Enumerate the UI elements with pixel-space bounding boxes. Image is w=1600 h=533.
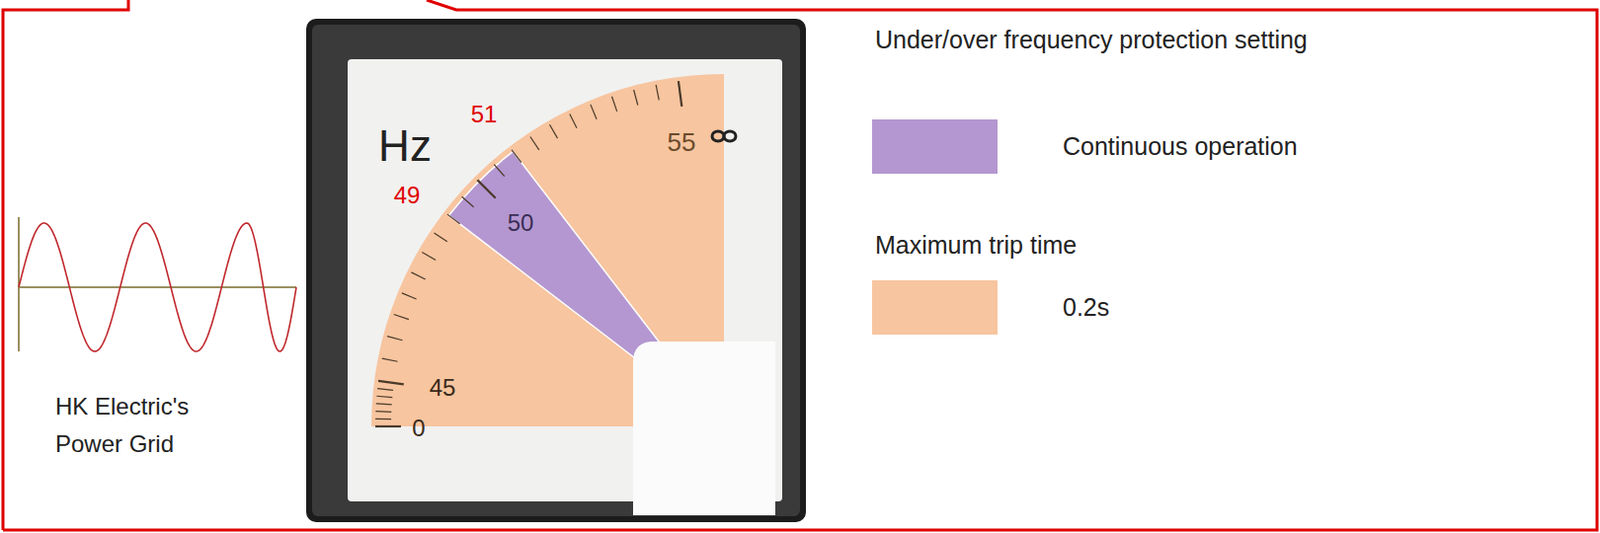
scale-tick [511,150,522,163]
scale-tick [378,381,404,385]
legend-heading: Under/over frequency protection setting [875,25,1308,55]
legend-swatch [872,119,998,174]
scale-tick [634,89,639,105]
scale-tick [590,104,597,120]
scale-label: 49 [394,181,421,210]
scale-label: 50 [507,209,535,238]
scale-tick [421,252,436,261]
scale-label: 45 [429,374,457,402]
scale-tick [678,80,682,107]
meter-bezel-edge [312,24,800,517]
scale-tick [433,233,447,242]
scale-tick [612,96,618,112]
scale-tick [655,84,659,101]
scale-tick [569,113,577,128]
scale-label: Hz [378,121,432,172]
scale-tick [375,418,392,421]
scale-tick [377,389,394,392]
scale-tick [550,124,559,139]
legend-heading: Maximum trip time [875,231,1077,260]
scale-tick [530,136,540,150]
legend-text: 0.2s [1062,293,1110,322]
scale-label: 0 [411,414,425,443]
time-axis [18,286,297,289]
sine-wave [18,223,297,352]
scale-label: 51 [471,100,498,129]
scale-tick [382,358,399,362]
pivot-cover [633,341,776,516]
scale-tick [477,179,495,198]
scale-tick [375,425,401,428]
scale-tick [493,164,505,177]
scale-tick [462,196,475,208]
scale-label: 55 [667,128,697,159]
scale-tick [387,336,402,341]
meter-bezel [306,18,806,523]
scale-tick [394,315,409,320]
scale-tick [410,272,425,280]
grid-caption: HK Electric's Power Grid [55,388,214,465]
scale-tick [447,214,461,225]
zero-adjust-screw [712,131,736,142]
scale-tick [376,396,393,398]
scale-tick [401,293,417,300]
scale-tick [376,403,393,405]
legend-text: Continuous operation [1062,132,1298,161]
legend-swatch [872,280,998,335]
scale-tick [375,410,392,413]
